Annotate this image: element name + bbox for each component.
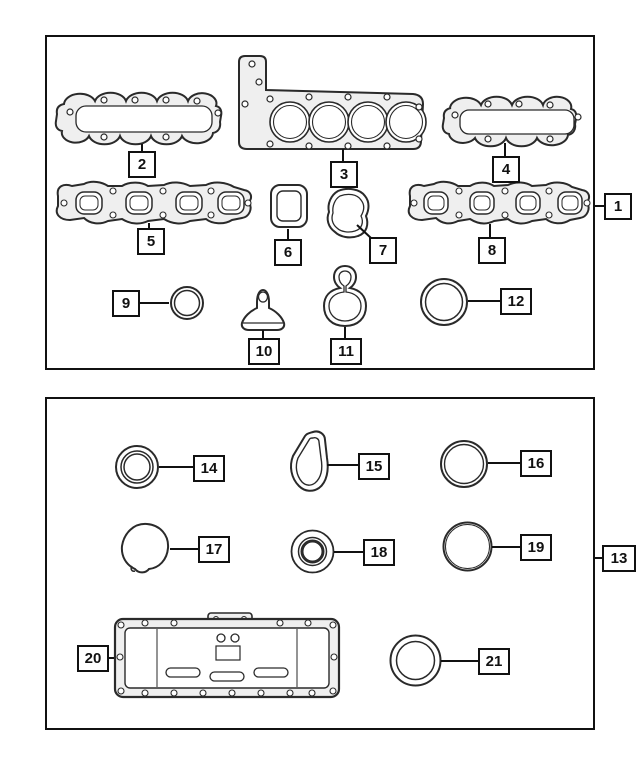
- leader-line: [106, 657, 114, 659]
- o-ring-icon: [170, 286, 204, 320]
- leader-line: [327, 464, 359, 466]
- callout-6[interactable]: 6: [274, 239, 302, 266]
- callout-7[interactable]: 7: [369, 237, 397, 264]
- crankshaft-seal-icon: [115, 445, 159, 489]
- leader-line: [488, 462, 521, 464]
- round-gasket-icon: [442, 521, 493, 572]
- leader-line: [356, 224, 372, 239]
- part-round-gasket[interactable]: [441, 520, 494, 573]
- round-seal-icon: [420, 278, 468, 326]
- exhaust-manifold-gasket-right-icon: [407, 180, 591, 225]
- callout-5[interactable]: 5: [137, 228, 165, 255]
- part-irregular-seal-gasket[interactable]: [118, 521, 173, 576]
- leader-line: [504, 143, 506, 157]
- callout-12[interactable]: 12: [500, 288, 532, 315]
- callout-11[interactable]: 11: [330, 338, 362, 365]
- leader-line: [287, 229, 289, 240]
- callout-8[interactable]: 8: [478, 237, 506, 264]
- part-round-seal-large[interactable]: [388, 633, 443, 688]
- callout-19[interactable]: 19: [520, 534, 552, 561]
- o-ring-icon: [440, 440, 488, 488]
- part-o-ring-seal[interactable]: [168, 284, 206, 322]
- valve-cover-gasket-left-icon: [54, 91, 223, 146]
- irregular-seal-gasket-icon: [120, 522, 170, 574]
- callout-9[interactable]: 9: [112, 290, 140, 317]
- callout-20[interactable]: 20: [77, 645, 109, 672]
- callout-16[interactable]: 16: [520, 450, 552, 477]
- callout-21[interactable]: 21: [478, 648, 510, 675]
- leader-line: [595, 557, 603, 559]
- callout-2[interactable]: 2: [128, 151, 156, 178]
- part-valve-cover-gasket-left[interactable]: [52, 80, 232, 150]
- part-crankshaft-seal[interactable]: [113, 443, 161, 491]
- part-water-pump-gasket[interactable]: [318, 262, 373, 332]
- shaft-seal-icon: [290, 529, 335, 574]
- callout-14[interactable]: 14: [193, 455, 225, 482]
- leader-line: [141, 144, 143, 152]
- callout-4[interactable]: 4: [492, 156, 520, 183]
- callout-15[interactable]: 15: [358, 453, 390, 480]
- leader-line: [344, 327, 346, 339]
- timing-cover-gasket-icon: [290, 430, 329, 492]
- part-exhaust-manifold-gasket-right[interactable]: [402, 178, 592, 228]
- callout-13[interactable]: 13: [602, 545, 636, 572]
- leader-line: [595, 205, 605, 207]
- leader-line: [468, 300, 501, 302]
- leader-line: [492, 546, 521, 548]
- leader-line: [137, 302, 169, 304]
- leader-line: [159, 466, 194, 468]
- part-small-port-gasket[interactable]: [266, 178, 312, 233]
- part-o-ring-large[interactable]: [438, 438, 490, 490]
- callout-10[interactable]: 10: [248, 338, 280, 365]
- exhaust-manifold-gasket-left-icon: [55, 180, 253, 225]
- small-port-gasket-icon: [270, 184, 308, 228]
- leader-line: [170, 548, 199, 550]
- leader-line: [334, 551, 364, 553]
- leader-line: [342, 149, 344, 162]
- leader-line: [489, 224, 491, 238]
- leader-line: [441, 660, 479, 662]
- part-oil-pan-gasket[interactable]: [112, 611, 342, 703]
- part-round-seal[interactable]: [418, 276, 470, 328]
- part-valve-cover-gasket-right[interactable]: [438, 86, 593, 148]
- callout-17[interactable]: 17: [198, 536, 230, 563]
- valve-stem-seal-icon: [240, 288, 286, 331]
- round-seal-icon: [389, 634, 442, 687]
- part-valve-stem-seal[interactable]: [238, 287, 288, 335]
- oil-pan-gasket-icon: [113, 612, 341, 699]
- part-exhaust-manifold-gasket-left[interactable]: [50, 178, 255, 228]
- part-timing-cover-gasket[interactable]: [283, 428, 338, 496]
- cylinder-head-gasket-icon: [238, 55, 427, 150]
- part-shaft-seal[interactable]: [289, 528, 336, 575]
- leader-line: [262, 330, 264, 339]
- callout-1[interactable]: 1: [604, 193, 632, 220]
- callout-18[interactable]: 18: [363, 539, 395, 566]
- part-cylinder-head-gasket[interactable]: [230, 52, 430, 157]
- leader-line: [148, 223, 150, 229]
- callout-3[interactable]: 3: [330, 161, 358, 188]
- water-pump-gasket-icon: [322, 264, 368, 328]
- valve-cover-gasket-right-icon: [441, 95, 582, 148]
